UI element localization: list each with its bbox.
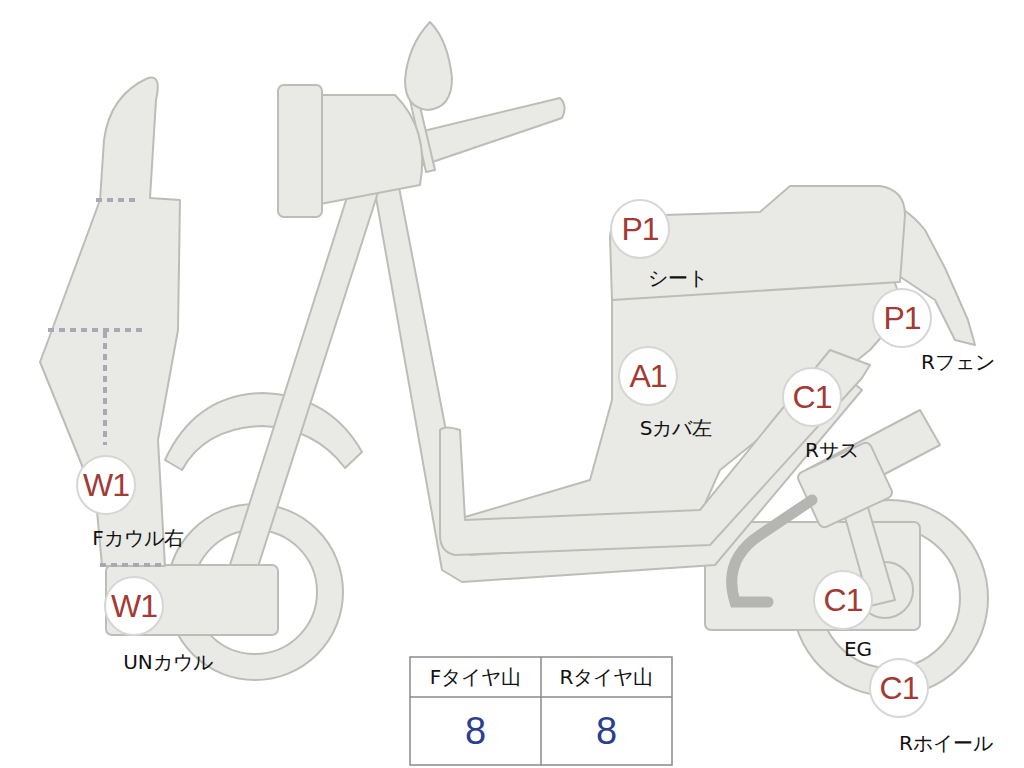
damage-circle: P1Rフェン (872, 288, 932, 348)
panel-line (48, 328, 142, 332)
headlight-housing (315, 95, 422, 205)
part-name: Rフェン (921, 351, 995, 373)
damage-code: A1 (629, 360, 666, 392)
panel-line (103, 332, 107, 445)
part-name: Rサス (805, 439, 859, 461)
damage-code: C1 (824, 584, 863, 616)
part-name: シート (648, 267, 708, 289)
damage-circle: P1シート (610, 199, 670, 259)
damage-circle: W1UNカウル (104, 576, 164, 636)
table-rule (410, 696, 672, 698)
seat (610, 186, 905, 300)
mirror (405, 22, 452, 110)
panel-line (96, 198, 140, 202)
part-name: Fカウル右 (92, 527, 184, 549)
exhaust-pipe (732, 500, 812, 602)
tread-depth: 8 (541, 697, 672, 765)
damage-code: P1 (621, 213, 658, 245)
part-name: EG (844, 638, 872, 660)
headlight (278, 85, 322, 217)
damage-code: W1 (83, 469, 129, 501)
part-name: UNカウル (123, 651, 213, 673)
damage-circle: C1Rホイール (869, 658, 929, 718)
damage-code: C1 (880, 672, 919, 704)
damage-code: P1 (883, 302, 920, 334)
tread-table (410, 657, 672, 765)
damage-circle: W1Fカウル右 (76, 455, 136, 515)
damage-code: W1 (111, 590, 157, 622)
part-name: Rホイール (899, 732, 993, 754)
table-header: Fタイヤ山 (410, 657, 541, 697)
damage-circle: C1EG (813, 570, 873, 630)
table-header: Rタイヤ山 (541, 657, 672, 697)
damage-circle: A1Sカバ左 (618, 346, 678, 406)
damage-code: C1 (793, 381, 832, 413)
body-side (455, 270, 905, 548)
panel-line (100, 563, 165, 567)
damage-circle: C1Rサス (782, 367, 842, 427)
floor-rail (440, 350, 870, 555)
tread-depth: 8 (410, 697, 541, 765)
part-name: Sカバ左 (640, 417, 713, 439)
front-fork (222, 172, 382, 598)
table-rule (540, 657, 542, 765)
front-cowl (40, 77, 180, 566)
